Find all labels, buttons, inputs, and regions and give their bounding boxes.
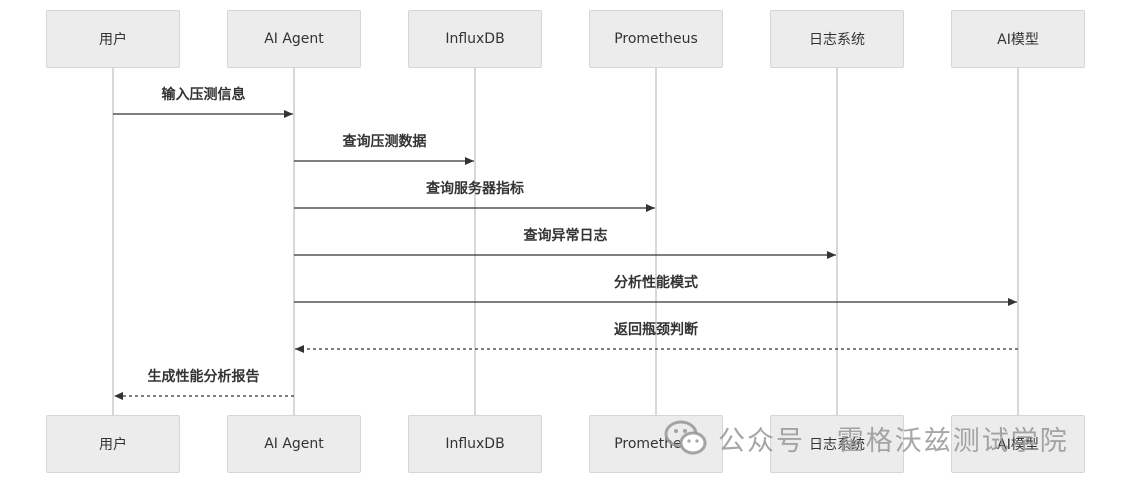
message-label-2: 查询压测数据 [343, 133, 427, 150]
participant-influx-top: InfluxDB [408, 10, 542, 68]
message-label-1: 输入压测信息 [162, 86, 246, 103]
participant-user-bottom: 用户 [46, 415, 180, 473]
participant-prom-bottom: Prometheus [589, 415, 723, 473]
participant-user-top: 用户 [46, 10, 180, 68]
participant-logs-bottom: 日志系统 [770, 415, 904, 473]
message-label-5: 分析性能模式 [614, 274, 698, 291]
participant-agent-top: AI Agent [227, 10, 361, 68]
message-label-7: 生成性能分析报告 [148, 368, 260, 385]
message-label-3: 查询服务器指标 [426, 180, 524, 197]
message-label-6: 返回瓶颈判断 [614, 321, 698, 338]
participant-model-top: AI模型 [951, 10, 1085, 68]
participant-prom-top: Prometheus [589, 10, 723, 68]
participant-influx-bottom: InfluxDB [408, 415, 542, 473]
participant-agent-bottom: AI Agent [227, 415, 361, 473]
participant-logs-top: 日志系统 [770, 10, 904, 68]
message-label-4: 查询异常日志 [524, 227, 608, 244]
participant-model-bottom: AI模型 [951, 415, 1085, 473]
